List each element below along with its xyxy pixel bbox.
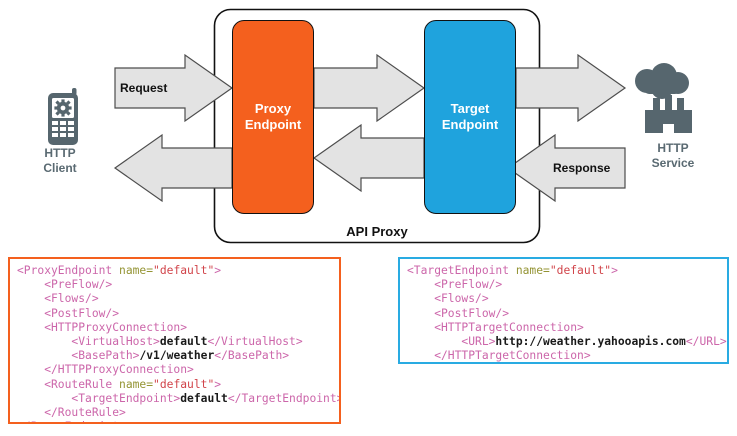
http-service-label-line2: Service — [651, 156, 695, 170]
code-token: <PreFlow/> — [17, 278, 113, 292]
code-token: <TargetEndpoint — [407, 264, 516, 277]
code-token: default — [159, 335, 208, 349]
proxy-endpoint-box[interactable]: Proxy Endpoint — [232, 20, 314, 214]
response-arrow-label: Response — [553, 161, 611, 175]
code-token: http://weather.yahooapis.com — [495, 335, 686, 349]
code-token: <PostFlow/> — [407, 306, 510, 320]
code-token: </HTTPTargetConnection> — [407, 349, 591, 363]
proxy-endpoint-label-line2: Endpoint — [244, 117, 302, 132]
code-token: <TargetEndpoint> — [17, 391, 181, 405]
code-token: "default" — [549, 264, 612, 277]
target-endpoint-label-line2: Endpoint — [441, 117, 499, 132]
http-client-label: HTTP Client — [25, 146, 95, 176]
code-token: </RouteRule> — [17, 406, 126, 420]
arrow-target-to-proxy — [312, 123, 425, 193]
code-token: <HTTPProxyConnection> — [17, 320, 188, 334]
code-token: </URL> — [685, 335, 727, 349]
code-token: default — [180, 391, 228, 405]
arrow-proxy-to-client — [113, 133, 233, 203]
code-token: <BasePath> — [17, 349, 140, 363]
arrow-proxy-to-target — [313, 53, 426, 123]
code-token: > — [214, 264, 222, 277]
http-client-icon — [48, 88, 78, 145]
request-arrow-label: Request — [120, 81, 168, 95]
code-token: "default" — [153, 264, 215, 277]
code-token: </HTTPProxyConnection> — [17, 363, 194, 377]
arrow-response — [506, 133, 626, 203]
code-token: <HTTPTargetConnection> — [407, 320, 584, 334]
http-client-label-line1: HTTP — [44, 146, 76, 160]
code-token: <RouteRule — [17, 377, 120, 391]
http-service-icon — [635, 63, 692, 133]
code-token: <ProxyEndpoint — [17, 264, 120, 277]
target-endpoint-label-line1: Target — [450, 101, 490, 116]
http-client-label-line2: Client — [43, 161, 77, 175]
code-token: /v1/weather — [139, 349, 215, 363]
code-token: <Flows/> — [407, 292, 489, 306]
code-token: <PostFlow/> — [17, 306, 120, 320]
http-service-label: HTTP Service — [638, 141, 708, 171]
code-token: </ProxyEndpoint> — [17, 420, 126, 422]
code-token: <URL> — [407, 335, 496, 349]
code-token: </BasePath> — [214, 349, 290, 363]
code-token: <Flows/> — [17, 292, 99, 306]
arrow-request — [114, 53, 234, 123]
code-token: </TargetEndpoint> — [407, 363, 523, 364]
target-endpoint-code-panel: <TargetEndpoint name="default"> <PreFlow… — [398, 257, 729, 364]
code-token: <VirtualHost> — [17, 335, 160, 349]
target-endpoint-box[interactable]: Target Endpoint — [424, 20, 516, 214]
code-token: "default" — [153, 377, 215, 391]
arrow-target-to-service — [515, 53, 627, 123]
code-token: <PreFlow/> — [407, 278, 503, 292]
code-token: name= — [119, 377, 154, 391]
proxy-endpoint-code: <ProxyEndpoint name="default"> <PreFlow/… — [17, 264, 339, 422]
code-token: </TargetEndpoint> — [227, 391, 341, 405]
api-proxy-container-label: API Proxy — [346, 224, 408, 239]
code-token: name= — [515, 264, 550, 277]
code-token: name= — [119, 264, 154, 277]
code-token: </VirtualHost> — [207, 335, 303, 349]
http-service-label-line1: HTTP — [657, 141, 689, 155]
code-token: > — [611, 264, 618, 277]
target-endpoint-code: <TargetEndpoint name="default"> <PreFlow… — [407, 264, 727, 364]
proxy-endpoint-label-line1: Proxy — [254, 101, 292, 116]
code-token: > — [214, 377, 222, 391]
proxy-endpoint-code-panel: <ProxyEndpoint name="default"> <PreFlow/… — [8, 257, 341, 424]
